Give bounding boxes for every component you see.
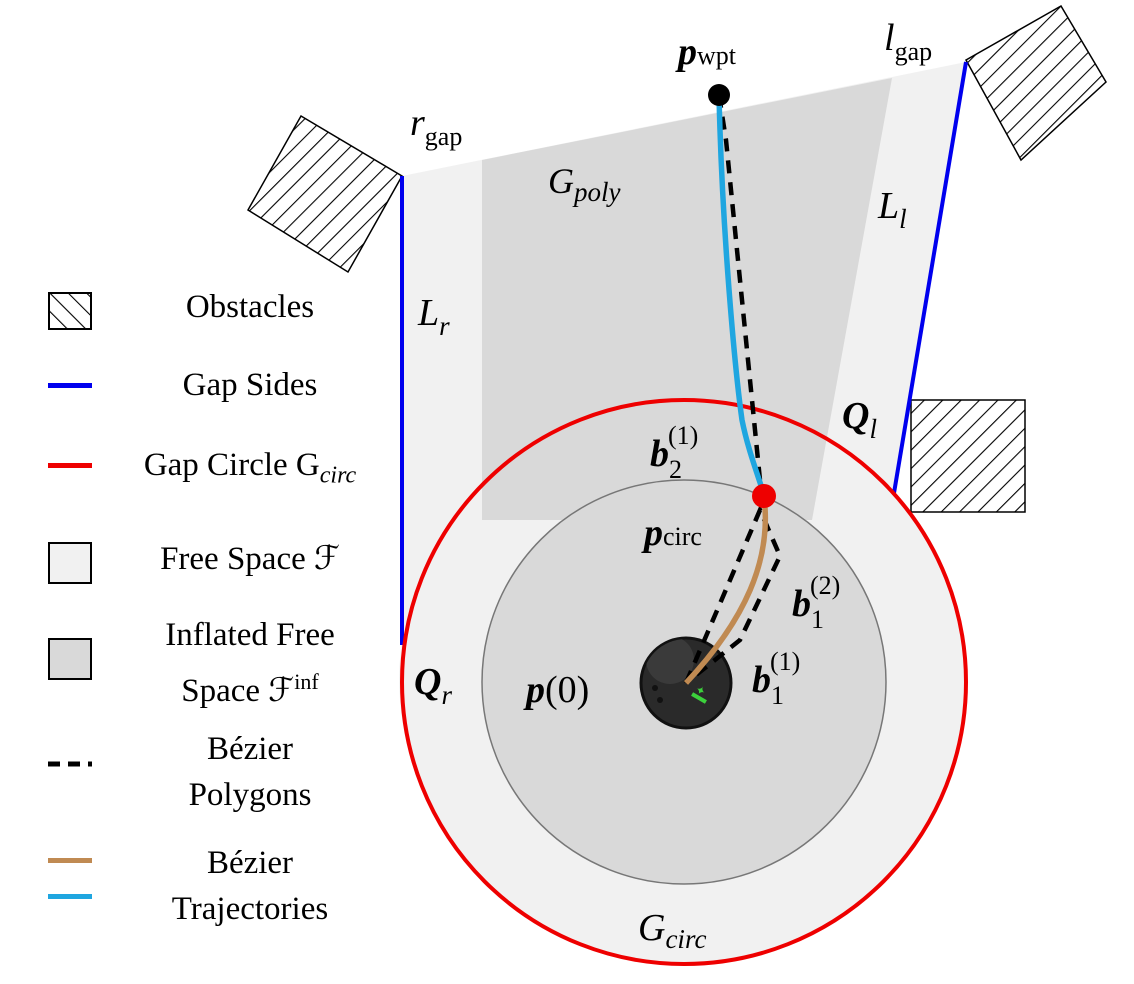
label-p0: p(0) <box>523 669 589 711</box>
red-line-swatch-icon <box>48 463 92 468</box>
legend-item-obstacles: Obstacles <box>0 280 380 340</box>
inflated-free-space-swatch-icon <box>48 638 92 680</box>
legend-label-bezier-polygons-line2: Polygons <box>188 777 312 813</box>
p-circ-marker <box>752 484 776 508</box>
legend-label-inflated-line1: Inflated Free <box>165 617 335 653</box>
inflated-polygon-G-poly <box>482 78 892 520</box>
label-r-gap: rgap <box>410 102 462 151</box>
label-Q-r: Qr <box>414 661 452 710</box>
label-l-gap: lgap <box>884 17 932 66</box>
legend-item-inflated-free-space: Inflated Free Space ℱinf <box>0 612 380 709</box>
label-G-poly: Gpoly <box>548 161 621 207</box>
free-space-swatch-icon <box>48 542 92 584</box>
legend-label-gap-sides: Gap Sides <box>182 367 318 403</box>
legend-label-obstacles: Obstacles <box>185 289 315 325</box>
label-L-r: Lr <box>417 292 450 341</box>
label-b2-1: b2(1) <box>650 421 698 484</box>
bezier-trajectory-blue <box>716 94 767 496</box>
bezier-polygon-upper <box>716 94 767 498</box>
label-p-circ: pcirc <box>641 512 702 554</box>
legend-item-bezier-trajectories: Bézier Trajectories <box>0 840 380 930</box>
legend-label-bezier-trajectories-line1: Bézier <box>206 845 294 881</box>
legend-item-free-space: Free Space ℱ <box>0 532 380 592</box>
obstacle-left <box>246 114 404 274</box>
label-b1-1: b1(1) <box>752 647 800 710</box>
legend-inflated-text: Space ℱ <box>181 673 295 709</box>
legend-item-bezier-polygons: Bézier Polygons <box>0 726 380 816</box>
gap-side-left <box>892 61 968 494</box>
label-L-l: Ll <box>877 185 907 234</box>
legend-inflated-sup: inf <box>294 669 319 694</box>
gap-circle <box>400 398 968 966</box>
obstacle-mid-right <box>910 399 1026 513</box>
dashed-line-swatch-icon <box>48 761 92 767</box>
trajectory-swatch-icon <box>48 858 92 899</box>
bezier-polygon-lower <box>683 504 783 685</box>
waypoint-marker <box>708 84 730 106</box>
legend-item-gap-sides: Gap Sides <box>0 358 380 418</box>
legend-label-inflated-line2: Space ℱinf <box>100 658 400 715</box>
label-G-circ: Gcirc <box>638 907 706 954</box>
obstacle-top-right <box>964 4 1107 162</box>
blue-line-swatch-icon <box>48 383 92 388</box>
legend-label-gap-circle: Gap Circle Gcirc <box>100 442 400 500</box>
obstacles-swatch-icon <box>48 292 92 330</box>
label-p-wpt: pwpt <box>675 31 737 73</box>
label-b1-2: b1(2) <box>792 571 840 634</box>
legend-item-gap-circle: Gap Circle Gcirc <box>0 438 380 498</box>
bezier-trajectory-brown <box>683 496 769 685</box>
legend-label-bezier-trajectories-line2: Trajectories <box>171 891 329 927</box>
legend-label-bezier-polygons-line1: Bézier <box>206 731 294 767</box>
legend-label-free-space: Free Space ℱ <box>160 541 340 577</box>
legend-gap-circle-sub: circ <box>319 462 357 489</box>
label-Q-l: Ql <box>842 395 877 444</box>
legend-gap-circle-text: Gap Circle G <box>143 447 320 483</box>
